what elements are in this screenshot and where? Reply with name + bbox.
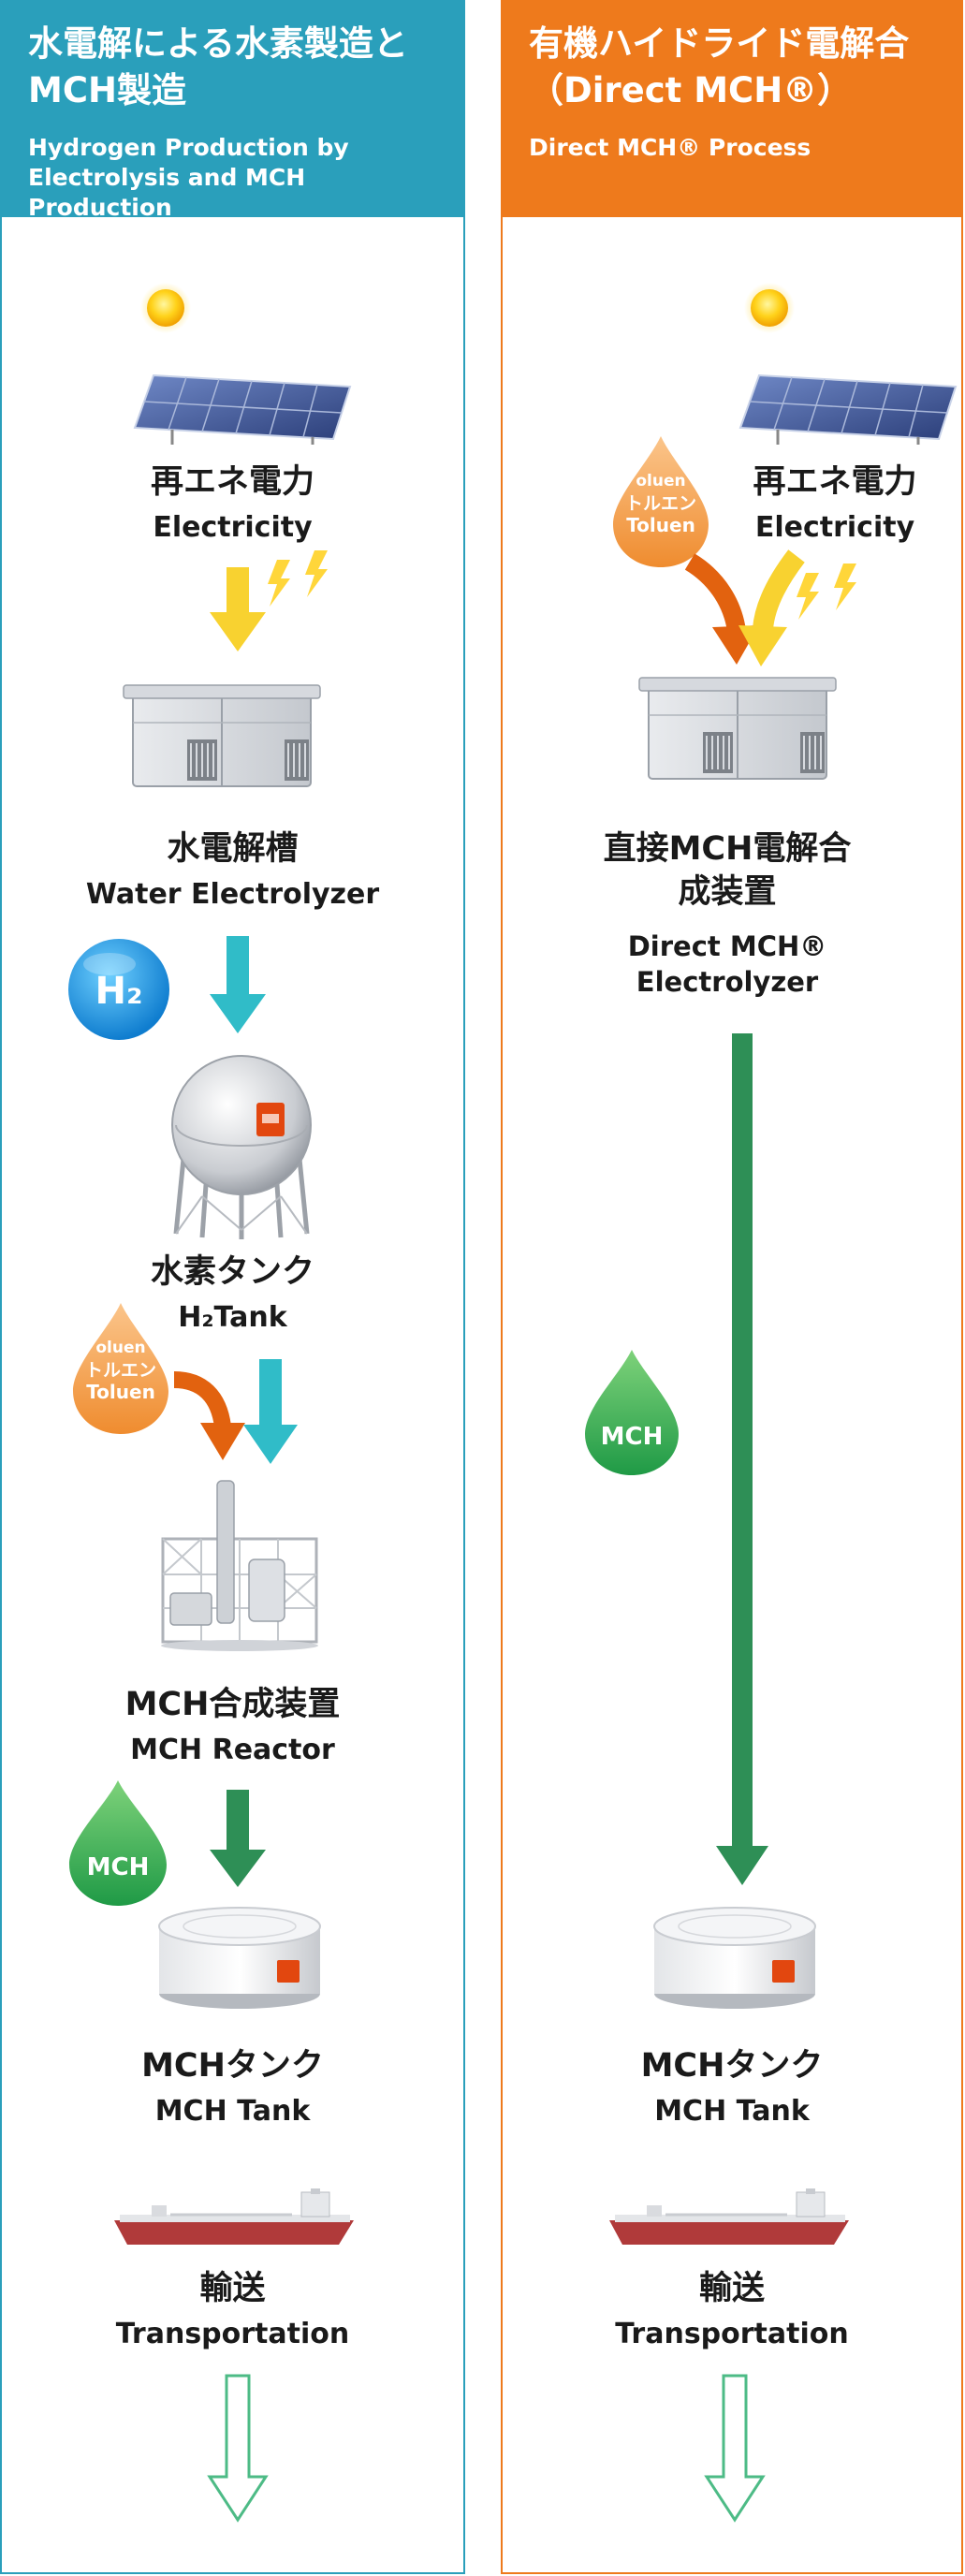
mch-drop-label: MCH — [87, 1853, 150, 1881]
right-title-en: Direct MCH® Process — [529, 134, 811, 161]
mch-tank-icon — [653, 1907, 816, 2009]
electricity-arrow — [210, 567, 266, 651]
transport-arrow — [207, 2374, 269, 2523]
hydrogen-arrow-2 — [243, 1359, 298, 1464]
transport-arrow — [704, 2374, 766, 2523]
right-title-jp: 有機ハイドライド電解合（Direct MCH®） — [529, 23, 910, 110]
left-step6-jp: 輸送 — [199, 2270, 266, 2307]
right-step3-en: MCH Tank — [654, 2095, 810, 2128]
toluene-drop-line2: トルエン — [625, 493, 696, 514]
mch-drop-icon: MCH — [585, 1350, 679, 1475]
toluene-drop-line2: トルエン — [85, 1360, 156, 1381]
left-step1-en: Electricity — [153, 511, 313, 544]
left-step6-en: Transportation — [115, 2318, 350, 2350]
left-step1-jp: 再エネ電力 — [150, 463, 314, 501]
toluene-drop-line3: Toluen — [86, 1381, 155, 1403]
left-title-jp: 水電解による水素製造とMCH製造 — [28, 23, 408, 110]
right-step2-en: Direct MCH® Electrolyzer — [627, 930, 827, 998]
left-process-panel: 水電解による水素製造とMCH製造 Hydrogen Production by … — [0, 0, 465, 2574]
left-step5-en: MCH Tank — [154, 2095, 311, 2128]
left-step3-jp: 水素タンク — [150, 1253, 314, 1291]
toluene-drop-icon: oluen トルエン Toluen — [613, 436, 709, 567]
right-step4-en: Transportation — [615, 2318, 849, 2350]
mch-arrow — [210, 1790, 266, 1887]
left-step4-jp: MCH合成装置 — [124, 1686, 341, 1723]
left-header: 水電解による水素製造とMCH製造 Hydrogen Production by … — [0, 0, 465, 221]
solar-panel-icon — [133, 373, 352, 445]
solar-panel-icon — [738, 373, 958, 445]
mch-tank-icon — [158, 1907, 321, 2009]
sun-icon — [744, 283, 795, 333]
hydrogen-tank-icon — [171, 1055, 312, 1239]
tanker-ship-icon — [609, 2188, 849, 2245]
water-electrolyzer-icon — [123, 684, 321, 787]
toluene-drop-line1: oluen — [636, 472, 685, 490]
hydrogen-arrow — [210, 936, 266, 1033]
lightning-icon — [797, 564, 856, 620]
lightning-icon — [268, 550, 328, 607]
mch-drop-icon: MCH — [69, 1780, 167, 1906]
right-header: 有機ハイドライド電解合（Direct MCH®） Direct MCH® Pro… — [501, 0, 963, 217]
mch-arrow — [716, 1033, 768, 1885]
toluene-arrow — [173, 1371, 245, 1460]
mch-reactor-icon — [161, 1480, 318, 1651]
toluene-drop-line1: oluen — [95, 1339, 145, 1357]
right-step4-jp: 輸送 — [698, 2270, 765, 2307]
left-step2-en: Water Electrolyzer — [85, 878, 380, 911]
right-step1-jp: 再エネ電力 — [753, 463, 917, 501]
left-step2-jp: 水電解槽 — [167, 830, 299, 868]
right-step2-jp: 直接MCH電解合成装置 — [603, 830, 852, 911]
electricity-arrow — [738, 549, 805, 666]
mch-drop-label: MCH — [601, 1423, 664, 1451]
left-title-en: Hydrogen Production by Electrolysis and … — [28, 134, 349, 221]
left-step5-jp: MCHタンク — [141, 2047, 324, 2085]
left-step3-en: H₂Tank — [178, 1301, 287, 1334]
right-step1-en: Electricity — [754, 511, 915, 544]
right-step3-jp: MCHタンク — [640, 2047, 824, 2085]
hydrogen-badge-icon: H₂ — [68, 939, 169, 1040]
tanker-ship-icon — [114, 2188, 354, 2245]
toluene-drop-line3: Toluen — [626, 514, 695, 536]
right-process-panel: 有機ハイドライド電解合（Direct MCH®） Direct MCH® Pro… — [501, 0, 963, 2574]
sun-icon — [140, 283, 191, 333]
h2-badge-label: H₂ — [95, 970, 143, 1013]
direct-mch-electrolyzer-icon — [638, 677, 837, 780]
left-step4-en: MCH Reactor — [130, 1734, 335, 1766]
toluene-drop-icon: oluen トルエン Toluen — [73, 1303, 168, 1434]
